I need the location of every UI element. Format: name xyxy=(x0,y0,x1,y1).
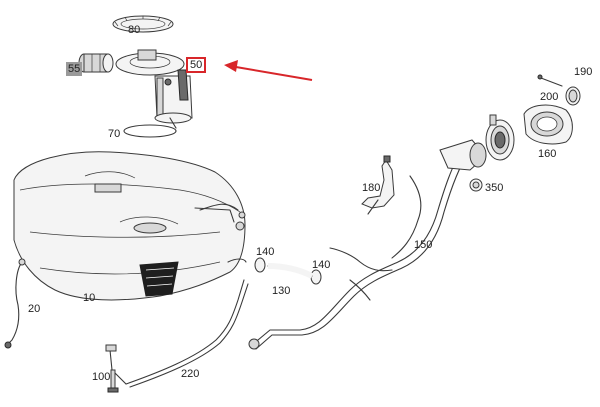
part-label-130[interactable]: 130 xyxy=(272,285,291,297)
part-20-sensor-wire xyxy=(4,258,26,349)
part-350-grommet xyxy=(469,178,483,192)
part-160-fuel-door-housing xyxy=(523,104,573,145)
part-label-140-right[interactable]: 140 xyxy=(312,259,331,271)
part-80-lock-ring xyxy=(112,15,174,33)
part-label-20[interactable]: 20 xyxy=(28,303,41,315)
part-200-fuel-cap xyxy=(565,86,581,106)
part-label-100[interactable]: 100 xyxy=(92,371,111,383)
part-label-180[interactable]: 180 xyxy=(362,182,381,194)
part-label-50-highlighted[interactable]: 50 xyxy=(186,57,207,73)
part-140-clamp-right xyxy=(310,269,322,285)
part-180-bracket xyxy=(361,155,395,215)
part-label-160[interactable]: 160 xyxy=(538,148,557,160)
part-100-bolt xyxy=(107,369,119,393)
part-label-200[interactable]: 200 xyxy=(540,91,559,103)
part-label-10[interactable]: 10 xyxy=(83,292,96,304)
part-label-70[interactable]: 70 xyxy=(108,128,121,140)
part-150-filler-pipe xyxy=(248,139,487,350)
part-190-screw xyxy=(537,74,563,87)
part-130-hose xyxy=(267,263,314,279)
part-label-140-left[interactable]: 140 xyxy=(256,246,275,258)
part-50-fuel-pump-module xyxy=(115,49,193,129)
part-label-190[interactable]: 190 xyxy=(574,66,593,78)
part-140-clamp-left xyxy=(254,257,266,273)
part-label-220[interactable]: 220 xyxy=(181,368,200,380)
part-vent-line xyxy=(199,203,246,219)
part-label-150[interactable]: 150 xyxy=(414,239,433,251)
part-filler-neck xyxy=(485,114,515,161)
part-10-fuel-tank xyxy=(13,151,247,301)
part-70-seal-ring xyxy=(123,124,177,138)
highlight-arrow xyxy=(224,60,313,81)
part-55-filter xyxy=(78,53,114,73)
part-label-55[interactable]: 55 xyxy=(66,62,83,76)
part-label-80[interactable]: 80 xyxy=(128,24,141,36)
part-label-350[interactable]: 350 xyxy=(485,182,504,194)
